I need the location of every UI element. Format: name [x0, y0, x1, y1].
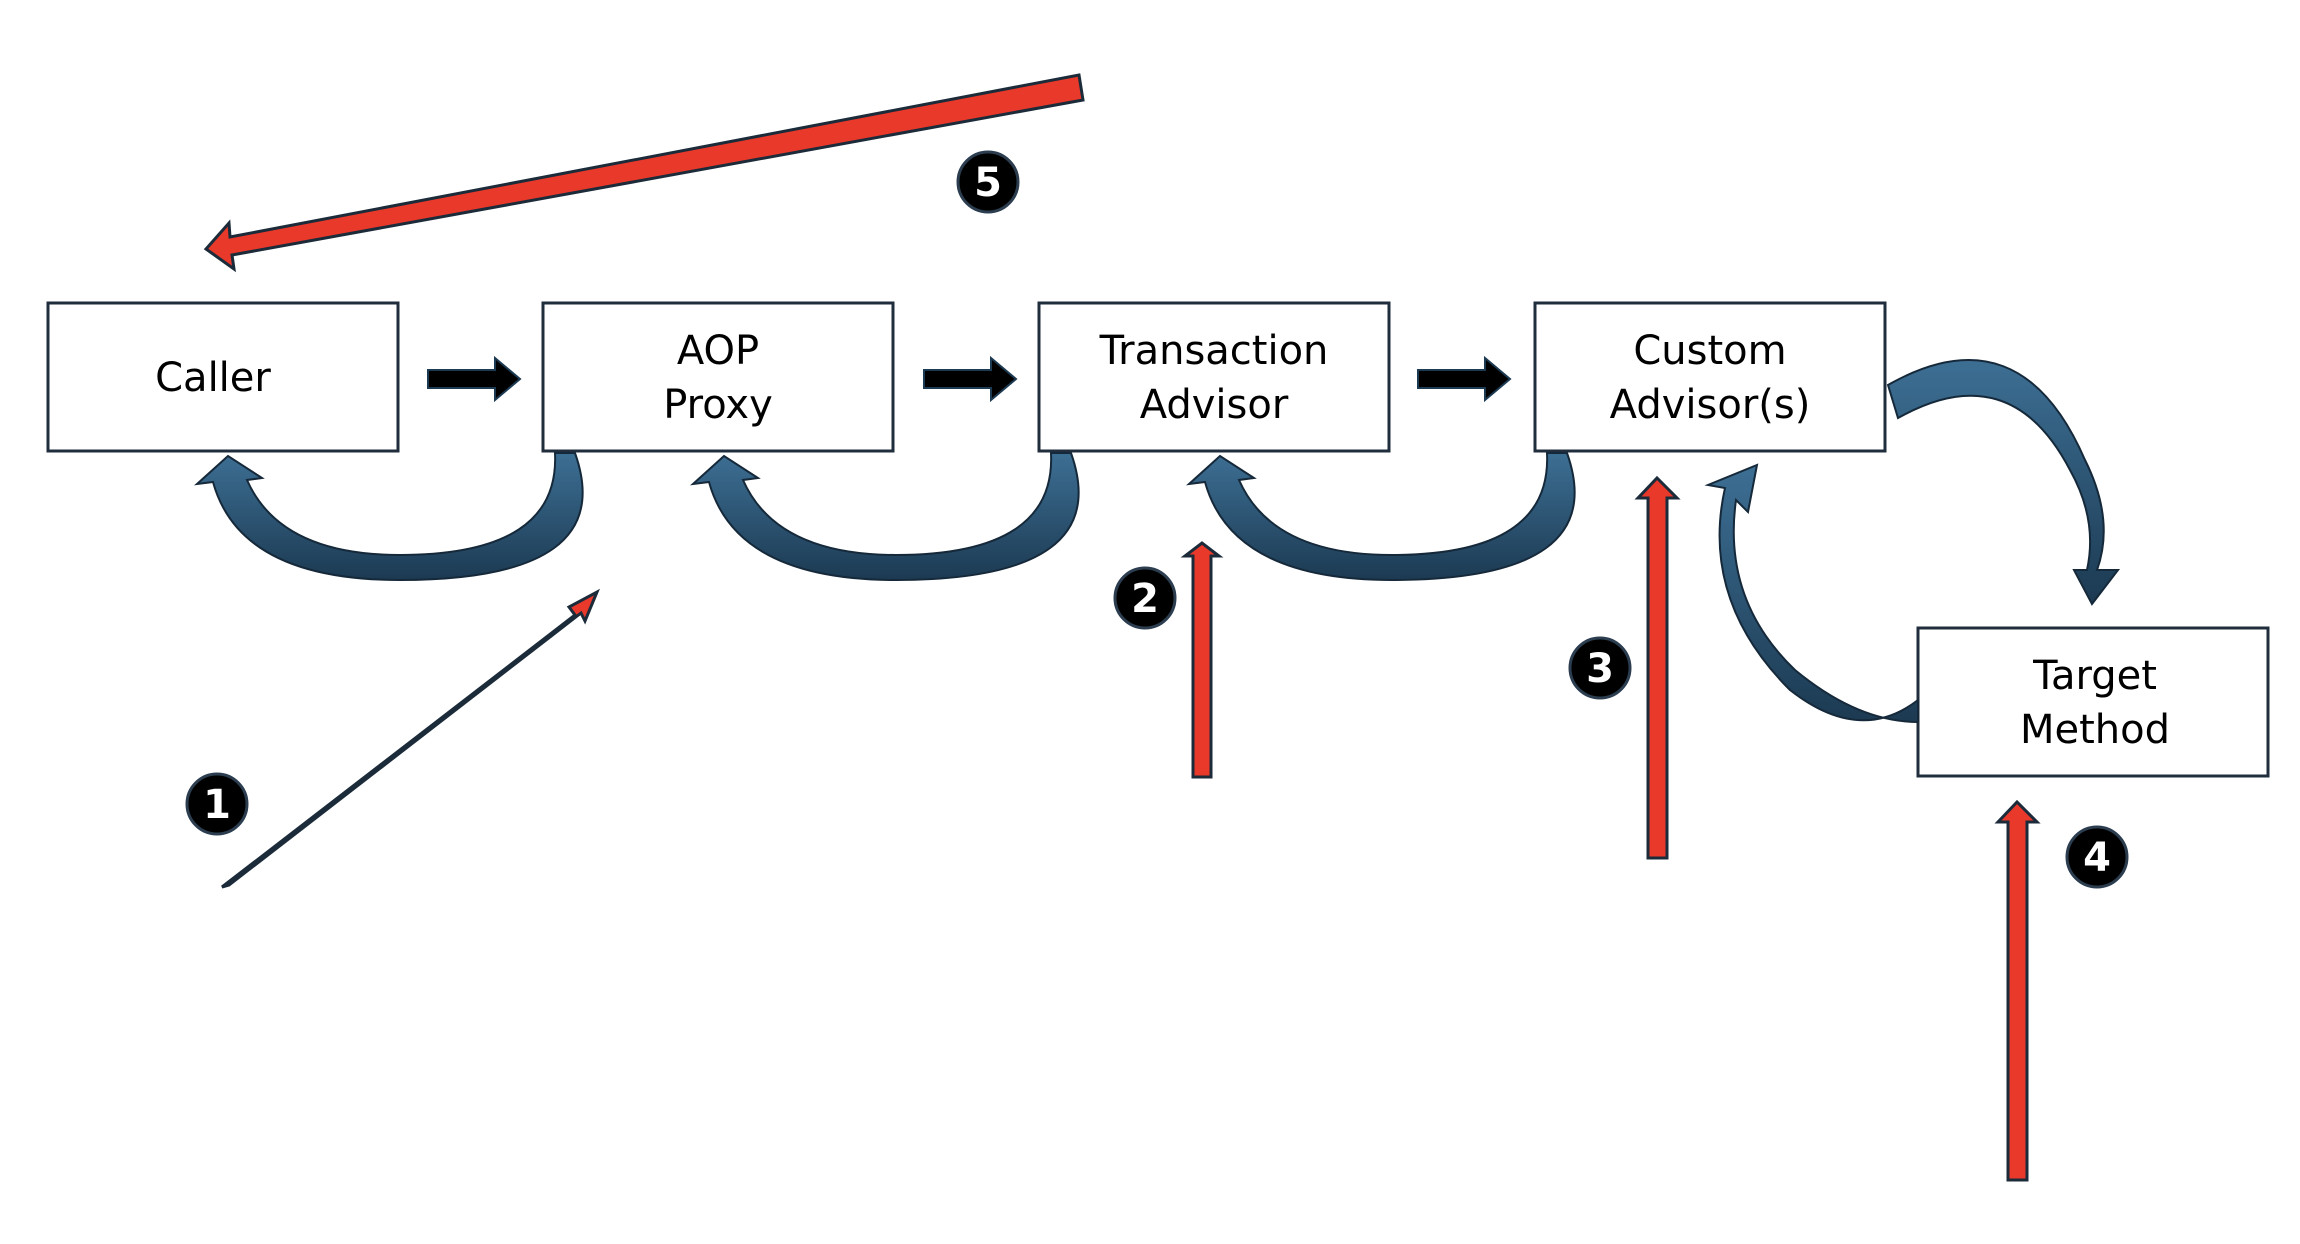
- flow-arrow-proxy-to-transaction: [923, 355, 1018, 403]
- call-arrow-custom-to-target: [1886, 359, 2121, 606]
- return-arrow-proxy-to-caller: [193, 452, 584, 582]
- transaction-advisor-label-line1: Transaction: [1099, 328, 1329, 374]
- transaction-advisor-label-line2: Advisor: [1140, 382, 1289, 428]
- custom-advisors-label-line2: Advisor(s): [1610, 382, 1811, 428]
- aop-proxy-label-line1: AOP: [677, 328, 759, 374]
- step-badge-3-label: 3: [1586, 646, 1614, 692]
- step-badge-1: 1: [185, 772, 249, 836]
- custom-advisors-box: Custom Advisor(s): [1533, 301, 1887, 453]
- caller-box: Caller: [46, 301, 400, 453]
- custom-advisors-label-line1: Custom: [1633, 328, 1786, 374]
- step-badge-4: 4: [2065, 825, 2129, 889]
- step-badge-1-label: 1: [203, 782, 231, 828]
- step-badge-2-label: 2: [1131, 576, 1159, 622]
- flow-arrow-transaction-to-custom: [1417, 355, 1512, 403]
- step-badge-4-label: 4: [2083, 835, 2111, 881]
- step-badge-5: 5: [956, 150, 1020, 214]
- caller-label: Caller: [155, 355, 271, 401]
- step-arrow-5: [203, 73, 1085, 273]
- flow-arrow-caller-to-proxy: [427, 355, 522, 403]
- aop-proxy-box: AOP Proxy: [541, 301, 895, 453]
- target-method-box: Target Method: [1916, 626, 2270, 778]
- step-badge-3: 3: [1568, 636, 1632, 700]
- aop-proxy-label-line2: Proxy: [663, 382, 773, 428]
- target-method-label-line2: Method: [2020, 707, 2170, 753]
- return-arrow-custom-to-transaction: [1185, 452, 1576, 582]
- target-method-label-line1: Target: [2032, 653, 2157, 699]
- return-arrow-transaction-to-proxy: [689, 452, 1080, 582]
- transaction-advisor-box: Transaction Advisor: [1037, 301, 1391, 453]
- step-badge-5-label: 5: [974, 160, 1002, 206]
- step-arrow-2: [1180, 541, 1224, 779]
- step-arrow-1: [221, 588, 600, 889]
- step-arrow-3: [1634, 475, 1681, 860]
- step-badge-2: 2: [1113, 566, 1177, 630]
- step-arrow-4: [1994, 799, 2041, 1182]
- return-arrow-target-to-custom: [1704, 463, 1919, 724]
